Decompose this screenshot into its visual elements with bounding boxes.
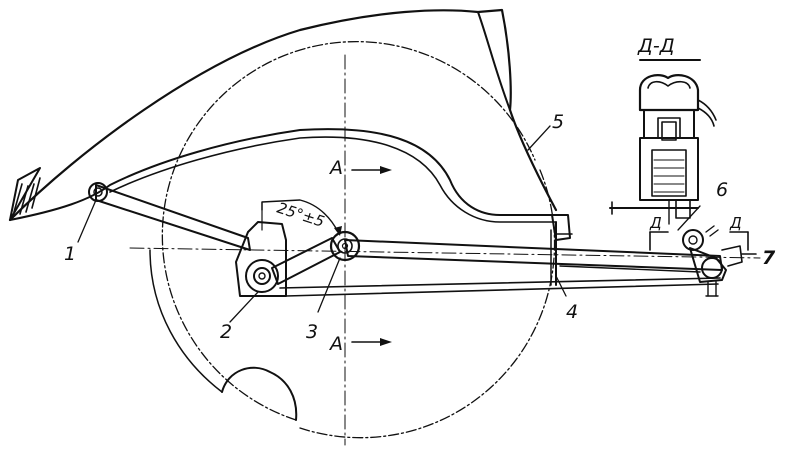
- pivot-bracket: [235, 221, 287, 297]
- label-part-1: 1: [64, 243, 76, 265]
- trailing-arm: [279, 239, 723, 297]
- leader-lines: [77, 125, 701, 323]
- short-link: [271, 237, 341, 285]
- wheel-outline: [149, 41, 556, 439]
- label-detail-title: Д-Д: [637, 35, 675, 57]
- fender: [8, 8, 561, 223]
- label-part-4: 4: [566, 301, 578, 323]
- detail-view: [609, 59, 717, 225]
- label-part-7: 7: [762, 247, 776, 269]
- end-joint: [682, 225, 757, 297]
- section-marker-a: [351, 166, 392, 346]
- label-part-2: 2: [220, 321, 232, 343]
- detail-section-marks: [649, 231, 749, 251]
- label-part-3: 3: [306, 321, 318, 343]
- label-section-a-top: A: [328, 157, 343, 179]
- center-lines: [129, 54, 761, 446]
- label-part-6: 6: [716, 179, 728, 201]
- label-section-a-bottom: A: [328, 333, 343, 355]
- label-part-5: 5: [552, 111, 564, 133]
- leading-arm: [88, 182, 251, 251]
- label-detail-mark-left: Д: [649, 214, 662, 232]
- label-detail-mark-right: Д: [729, 214, 742, 232]
- vertical-rod: [550, 214, 573, 286]
- angle-annotation: [261, 199, 342, 236]
